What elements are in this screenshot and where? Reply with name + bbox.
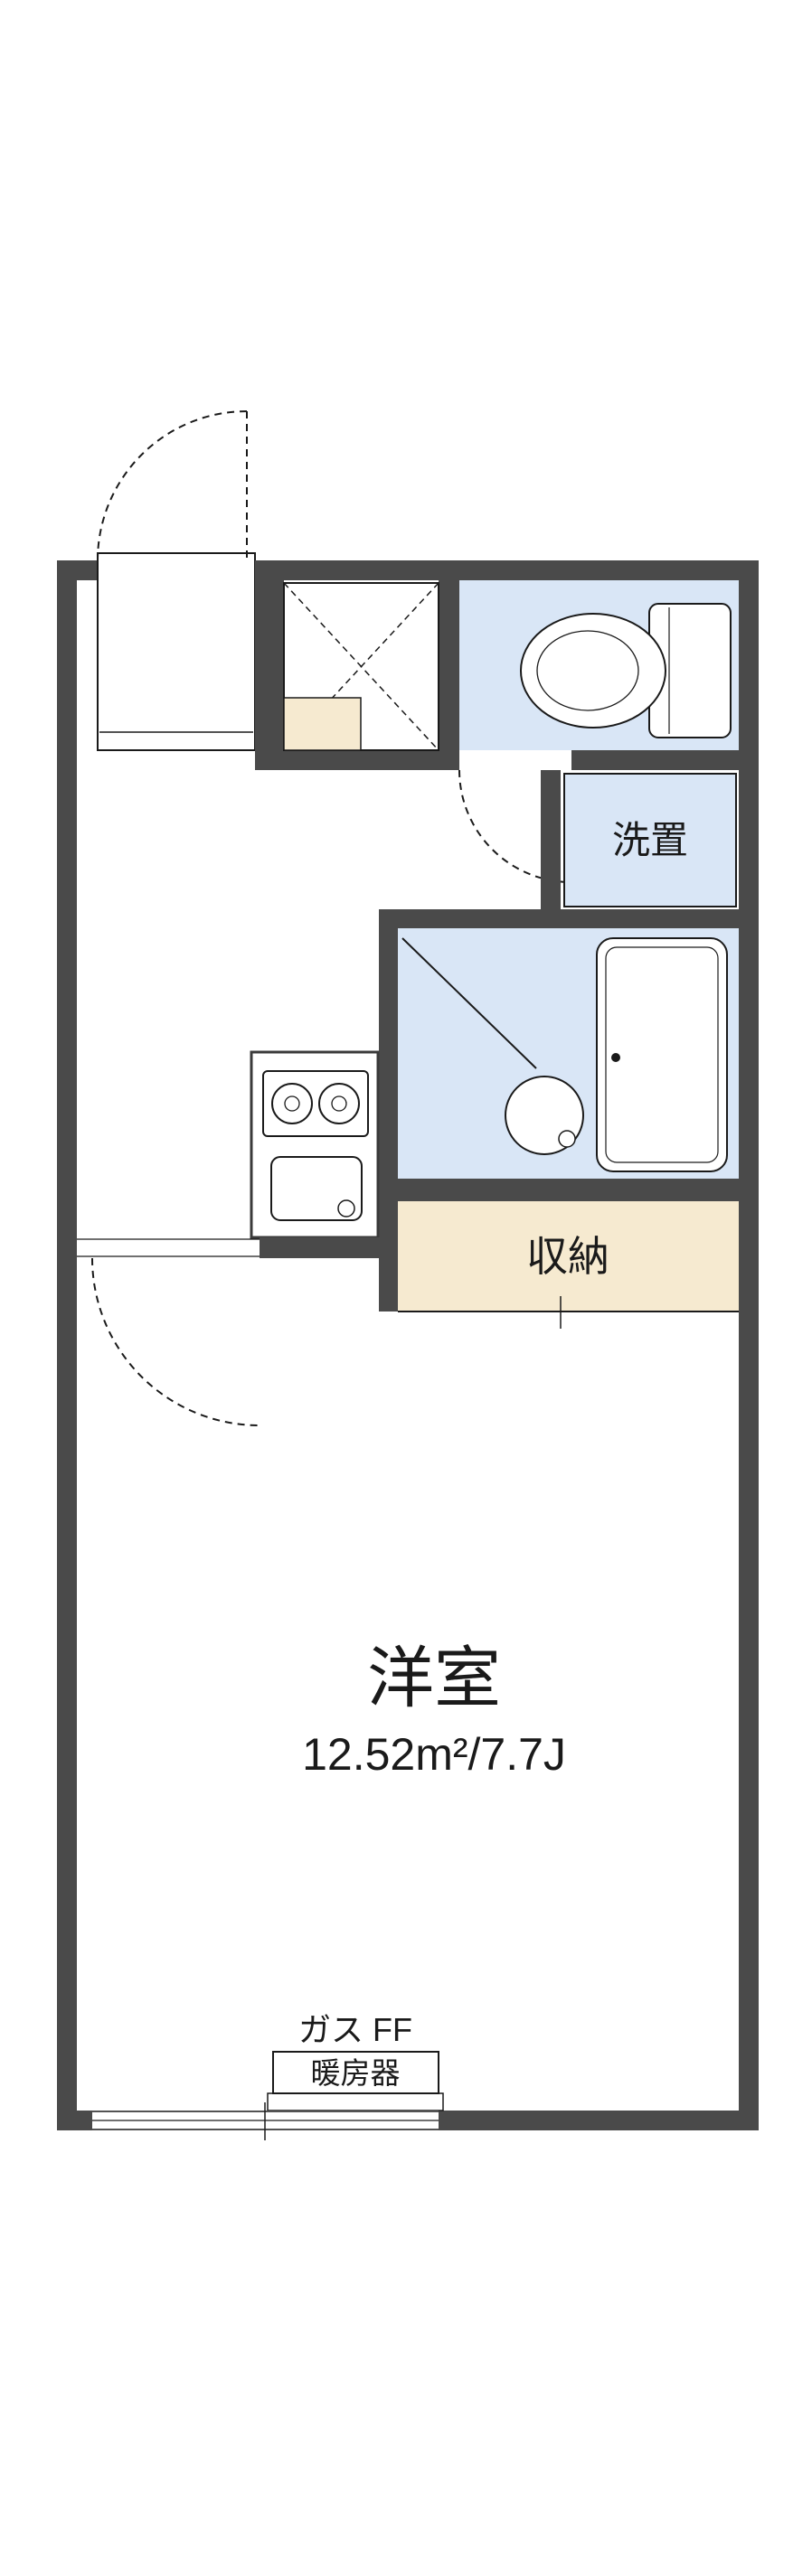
heater-box [272, 2051, 439, 2094]
closet-label: 収納 [526, 1233, 609, 1280]
wall-bath-left [379, 909, 398, 1312]
toilet-seat-line [536, 630, 639, 711]
entrance-step-area [97, 552, 256, 751]
outer-wall-right [739, 560, 759, 2130]
bathtub-inner-line [605, 946, 719, 1163]
room-door-swing-arc [91, 1257, 260, 1426]
wall-washer-left [541, 770, 561, 909]
bath-door-line [401, 937, 537, 1069]
wall-storage-toilet [439, 560, 459, 770]
main-room-area-label: 12.52m²/7.7J [302, 1729, 566, 1780]
outer-wall-bottom-right [439, 2111, 759, 2130]
main-room-label: 洋室 [367, 1641, 501, 1716]
outer-wall-left [57, 560, 77, 2130]
heater-label: 暖房器 [311, 2056, 401, 2090]
wall-entrance-storage [255, 560, 284, 750]
outer-wall-bottom-left [57, 2111, 92, 2130]
heater-base [267, 2092, 444, 2111]
wall-below-storage [255, 750, 459, 770]
basin-faucet-dot [558, 1130, 576, 1148]
closet-floor [398, 1201, 739, 1312]
sink-faucet-dot [337, 1199, 355, 1217]
wall-bath-bottom [379, 1179, 739, 1201]
wall-bath-top [379, 909, 739, 928]
interior-walls-top [255, 560, 739, 770]
stove-burner-left-icon [271, 1083, 313, 1124]
bathroom [379, 909, 739, 1312]
entrance-door-swing-arc [97, 410, 248, 561]
stove-burner-left-inner [284, 1095, 300, 1112]
stove-burner-right-icon [318, 1083, 360, 1124]
bottom-window [92, 2102, 439, 2140]
upper-storage-unit [283, 582, 439, 751]
washer-box [563, 773, 737, 907]
main-room: 洋室 12.52m²/7.7J [302, 1641, 566, 1780]
outer-wall-top-right [255, 560, 759, 580]
bathtub-drain-dot [611, 1053, 620, 1062]
toilet-room [458, 580, 739, 883]
closet: 収納 [398, 1201, 739, 1329]
washer-space: 洗置 [541, 770, 737, 909]
toilet-icon [520, 613, 666, 729]
bathtub-icon [596, 937, 728, 1172]
wall-below-toilet [571, 750, 739, 770]
outer-walls [57, 560, 759, 2130]
heater-type-label: ガス FF [298, 2011, 412, 2048]
storage-beige-step [283, 697, 362, 751]
entrance [97, 410, 256, 751]
wall-kitchen-room [260, 1237, 398, 1258]
gas-ff-heater: ガス FF 暖房器 [267, 2011, 444, 2111]
kitchen-unit [250, 1050, 380, 1239]
room-entry [77, 1237, 398, 1426]
stove-burner-right-inner [331, 1095, 347, 1112]
washer-space-label: 洗置 [612, 819, 688, 861]
